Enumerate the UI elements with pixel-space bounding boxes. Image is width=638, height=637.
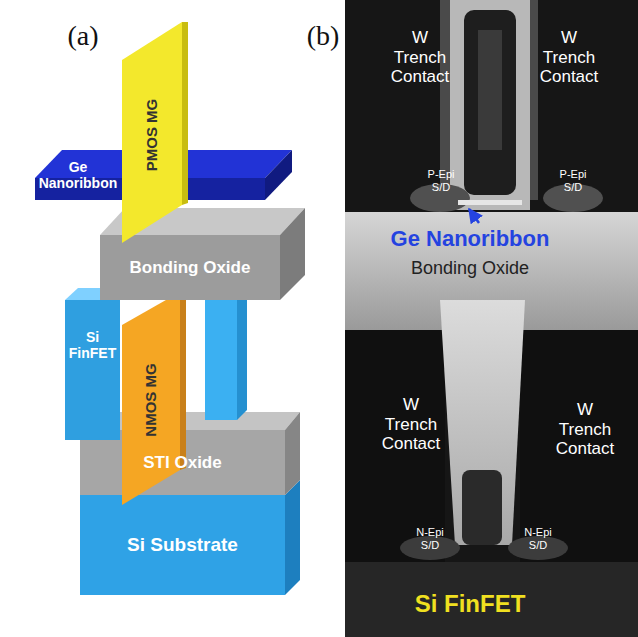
node-text: NMOS MG: [142, 363, 159, 436]
gate-label-box: NMOS MG: [139, 325, 163, 475]
region-label: W Trench Contact: [552, 400, 618, 459]
device-label: Si FinFET: [370, 590, 570, 618]
node-text: Si Substrate: [127, 534, 238, 556]
fin-region: [345, 562, 638, 637]
bottom-gate-metal: [462, 470, 502, 545]
node-text: STI Oxide: [143, 453, 221, 473]
region-label: W Trench Contact: [378, 395, 444, 454]
region-label: N-Epi S/D: [516, 526, 560, 551]
gate-label-box: PMOS MG: [140, 65, 164, 205]
ribbon-label-box: Ge Nanoribbon: [36, 151, 120, 199]
node-text: PMOS MG: [143, 99, 160, 172]
substrate-side: [285, 480, 300, 595]
node-text: Si FinFET: [65, 329, 120, 361]
top-gate-metal: [464, 10, 516, 195]
stack-illustration: [35, 22, 305, 595]
region-label: N-Epi S/D: [408, 526, 452, 551]
pmos-gate: [122, 22, 182, 243]
sti-side: [285, 412, 300, 495]
nanoribbon: [458, 200, 522, 205]
region-label: P-Epi S/D: [551, 168, 595, 193]
bottom-gate: [440, 300, 525, 545]
panel-letter: (b): [298, 20, 348, 52]
substrate-front: [80, 495, 285, 595]
oxide-box: Bonding Oxide: [100, 238, 280, 298]
nmos-gate-edge: [180, 292, 186, 470]
region-label: P-Epi S/D: [419, 168, 463, 193]
ribbon-label: Ge Nanoribbon: [355, 226, 585, 251]
region-label: W Trench Contact: [536, 28, 602, 87]
tem-image: [345, 0, 638, 637]
contact-edge: [530, 0, 538, 200]
substrate-box: Si Substrate: [80, 497, 285, 593]
oxide-box: STI Oxide: [80, 432, 285, 494]
ribbon-side: [265, 150, 292, 200]
fin-front: [205, 285, 237, 420]
pmos-gate-edge: [182, 22, 188, 205]
fin-front: [65, 300, 120, 440]
region-label: Bonding Oxide: [380, 258, 560, 279]
top-gate-core: [478, 30, 502, 150]
node-text: Bonding Oxide: [130, 258, 251, 278]
top-gate: [450, 0, 530, 210]
leader-arrow: [469, 209, 479, 223]
bonding-side: [280, 208, 305, 300]
fin-box: Si FinFET: [65, 310, 120, 380]
panel-letter: (a): [58, 20, 108, 52]
nmos-gate: [122, 292, 180, 505]
node-text: Ge Nanoribbon: [36, 159, 120, 191]
bonding-front: [100, 235, 280, 300]
region-label: W Trench Contact: [387, 28, 453, 87]
tem-ground: [345, 0, 638, 637]
